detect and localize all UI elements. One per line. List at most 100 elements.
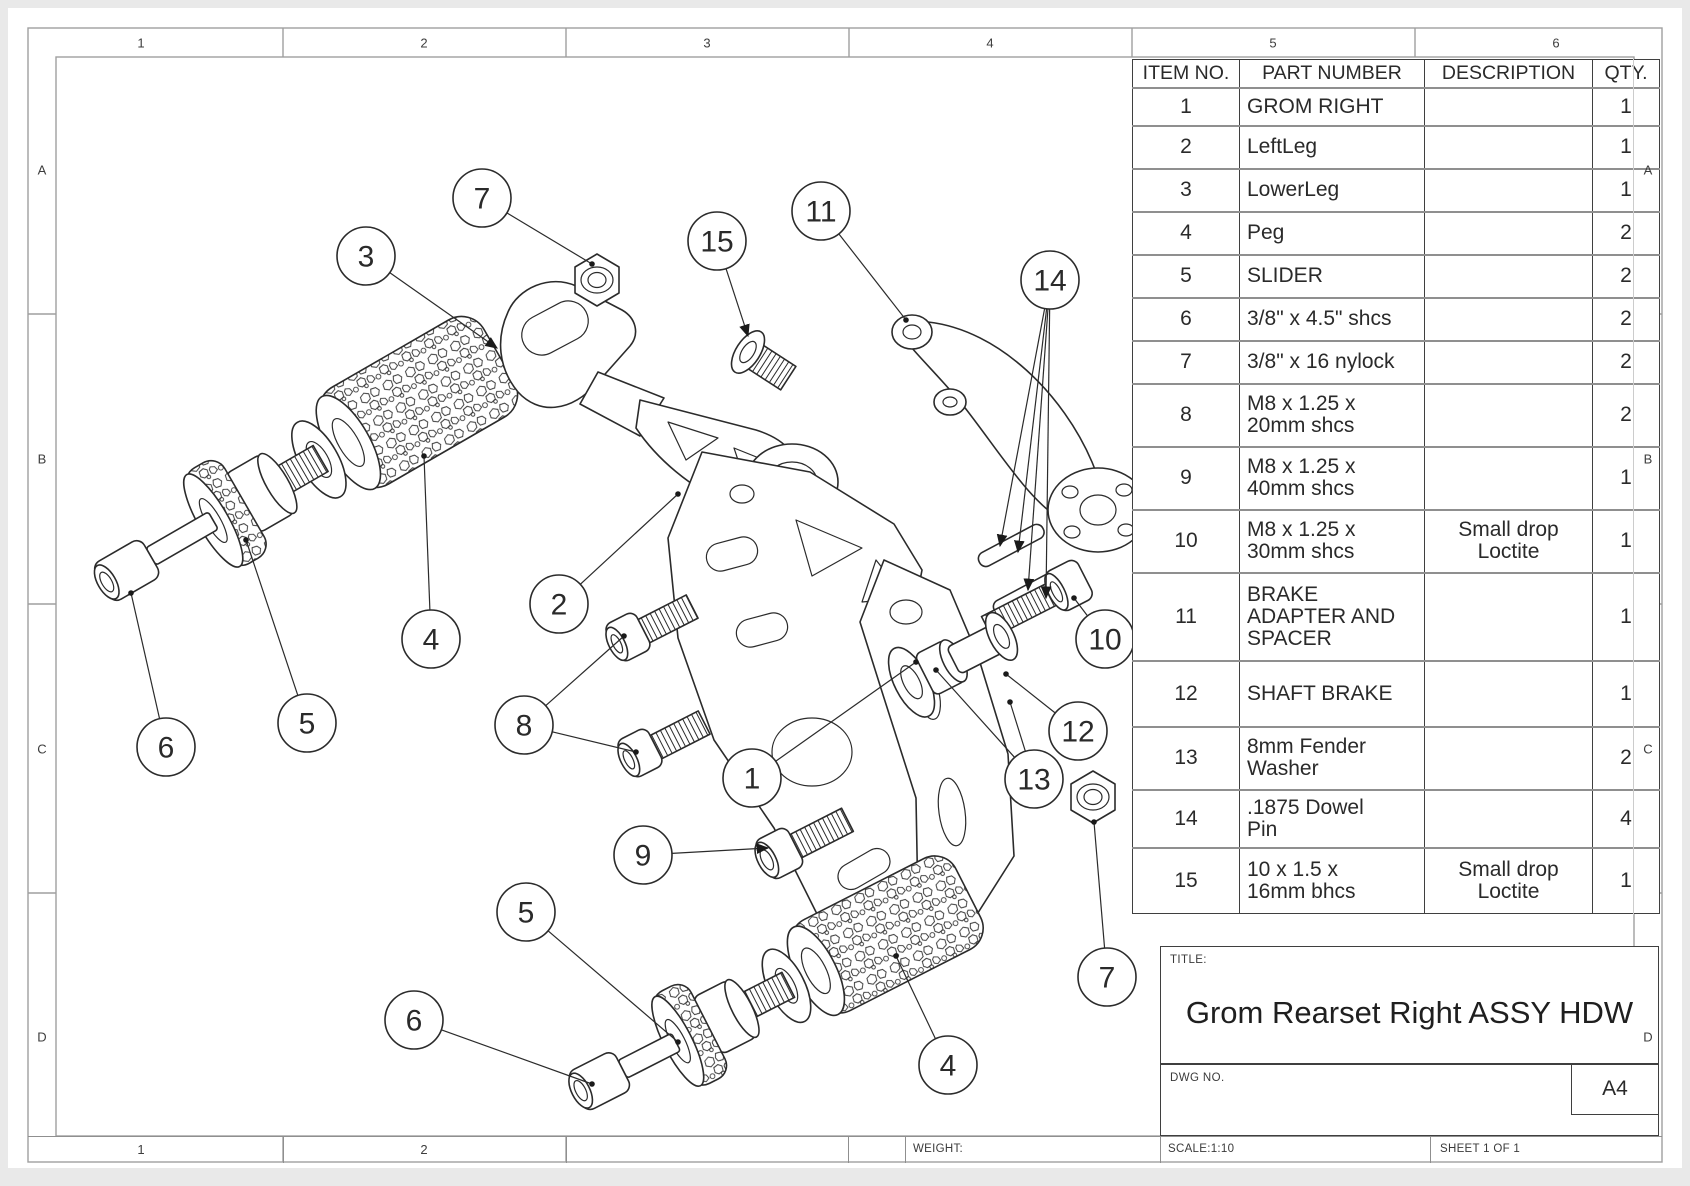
zone-column-label: 6 [1552, 35, 1560, 51]
bom-cell-qty: 1 [1592, 125, 1660, 169]
balloon-circle [722, 748, 782, 808]
balloon-circle [1004, 749, 1064, 809]
balloon-1: 1 [722, 659, 919, 808]
bom-header-item: ITEM NO. [1142, 61, 1230, 84]
bom-cell-part: GROM RIGHT [1239, 87, 1425, 126]
bom-cell-desc: Small drop Loctite [1424, 509, 1593, 573]
leader-dot [1007, 699, 1013, 705]
balloon-circle [1077, 947, 1137, 1007]
balloon-number: 5 [518, 897, 535, 930]
bom-cell-qty: 1 [1592, 509, 1660, 573]
balloon-12: 12 [1003, 671, 1108, 761]
bom-cell-part: 10 x 1.5 x 16mm bhcs [1239, 847, 1425, 914]
leader-line [838, 233, 907, 321]
strip-divider [1160, 1137, 1161, 1163]
nylock-nut [574, 253, 620, 307]
leader-line [545, 635, 625, 707]
bom-cell-desc [1424, 726, 1593, 790]
leader-dot [1091, 819, 1097, 825]
leader-line [552, 731, 637, 753]
bom-cell-desc [1424, 383, 1593, 447]
dwg-no-label: DWG NO. [1170, 1072, 1225, 1084]
bom-cell-part: BRAKE ADAPTER AND SPACER [1239, 572, 1425, 661]
balloon-number: 9 [635, 840, 652, 873]
leader-line [775, 661, 917, 762]
balloon-number: 7 [474, 183, 491, 216]
balloon-circle [452, 168, 512, 228]
bom-cell-item: 12 [1174, 681, 1198, 705]
balloon-number: 10 [1088, 624, 1121, 657]
leader-dot [675, 491, 681, 497]
bolt-m8x40 [754, 807, 855, 880]
bolt-10x16-bhcs [730, 330, 797, 391]
leader-dot [913, 659, 919, 665]
bom-cell-qty: 2 [1592, 254, 1660, 298]
bom-cell-qty: 2 [1592, 726, 1660, 790]
zone-row-label: A [1643, 162, 1653, 178]
leader-line [389, 272, 498, 349]
balloon-14: 14 [996, 250, 1080, 600]
balloon-7: 7 [1077, 819, 1137, 1007]
leader-dot [893, 953, 899, 959]
balloon-number: 15 [700, 226, 733, 259]
leader-line [506, 212, 593, 265]
balloon-circle [401, 609, 461, 669]
bom-cell-item: 6 [1180, 307, 1192, 330]
zone-column-label: 4 [986, 35, 994, 51]
bom-cell-desc [1424, 340, 1593, 384]
balloon-6: 6 [128, 590, 196, 777]
leader-line [245, 539, 299, 696]
leader-line [441, 1029, 593, 1085]
balloon-circle [1048, 701, 1108, 761]
bom-cell-part: M8 x 1.25 x 40mm shcs [1239, 446, 1425, 510]
strip-divider [1430, 1137, 1431, 1163]
bom-cell-qty: 4 [1592, 789, 1660, 848]
balloon-4: 4 [401, 453, 461, 669]
leader-line [1009, 701, 1026, 752]
nylock-nut [1070, 770, 1116, 824]
leader-dot [903, 317, 909, 323]
leader-line [935, 669, 1016, 758]
title-label: TITLE: [1170, 954, 1207, 966]
bom-cell-qty: 2 [1592, 340, 1660, 384]
balloon-number: 5 [299, 708, 316, 741]
leader-dot [633, 749, 639, 755]
scale-label: SCALE:1:10 [1168, 1143, 1235, 1155]
dowel-pin [977, 523, 1045, 568]
bolt-m8x20 [605, 594, 699, 662]
bom-cell-part: 3/8" x 16 nylock [1239, 340, 1425, 384]
bom-cell-part: SLIDER [1239, 254, 1425, 298]
bom-cell-item: 5 [1180, 264, 1192, 287]
lower-peg-assembly [568, 855, 984, 1111]
zone-column-label: 1 [137, 35, 145, 51]
dwg-number-block: DWG NO. A4 [1160, 1064, 1659, 1136]
strip-divider [905, 1137, 906, 1163]
inner-border-overlay [1633, 59, 1634, 915]
balloon-circle [136, 717, 196, 777]
zone-row-label: C [37, 741, 47, 757]
bom-header-desc: DESCRIPTION [1424, 59, 1593, 88]
zone-row-label: A [37, 162, 47, 178]
balloon-number: 6 [406, 1005, 423, 1038]
bom-cell-item: 3 [1180, 178, 1192, 201]
zone-row-label: C [1643, 741, 1653, 757]
leader-dot [621, 633, 627, 639]
balloon-number: 11 [805, 196, 836, 229]
bom-cell-qty: 1 [1592, 572, 1660, 661]
balloon-6: 6 [384, 990, 595, 1087]
bom-cell-item: 14 [1174, 806, 1198, 830]
bom-cell-desc [1424, 660, 1593, 727]
balloon-circle [494, 695, 554, 755]
zone-column-label: 3 [703, 35, 711, 51]
leader-dot [128, 590, 134, 596]
leader-line [1013, 308, 1048, 554]
leader-line [1023, 308, 1049, 592]
zone-row-label: B [37, 451, 47, 467]
